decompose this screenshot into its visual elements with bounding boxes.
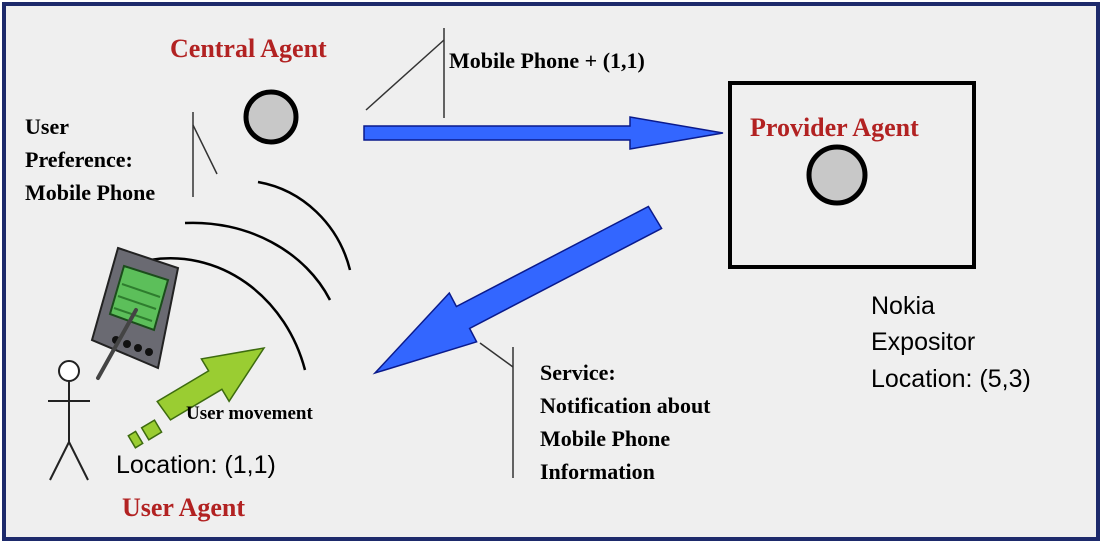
service-message-line: Mobile Phone [540,426,671,451]
preference-callout [192,112,218,197]
stick-figure-icon [48,360,90,481]
request-arrow [363,116,724,150]
provider-location-line: Expositor [871,328,976,357]
service-arrow [372,205,663,375]
movement-arrow [127,346,266,449]
user-agent-label: User Agent [122,493,246,522]
user-preference-text: User Preference: Mobile Phone [25,110,155,209]
request-message-label: Mobile Phone + (1,1) [449,48,645,73]
provider-agent-box [728,81,976,269]
user-preference-line: Preference: [25,147,133,172]
service-message-line: Information [540,459,655,484]
provider-location-line: Location: (5,3) [871,364,1031,393]
user-location-label: Location: (1,1) [116,451,276,479]
service-callout [479,342,514,478]
provider-location-line: Nokia [871,292,935,320]
service-message-text: Service: Notification about Mobile Phone… [540,356,711,488]
provider-agent-label: Provider Agent [750,113,919,142]
user-preference-line: Mobile Phone [25,180,156,205]
service-message-line: Service: [540,360,616,385]
provider-agent-node [806,144,868,206]
request-callout [365,28,445,118]
service-message-line: Notification about [540,393,711,418]
pda-icon [90,246,180,380]
wireless-signal-icon [149,180,352,371]
provider-location-text: Nokia Expositor Location: (5,3) [871,288,1031,397]
user-movement-label: User movement [186,403,313,424]
central-agent-node [243,89,299,145]
user-preference-line: User [25,114,69,139]
central-agent-label: Central Agent [170,34,327,63]
